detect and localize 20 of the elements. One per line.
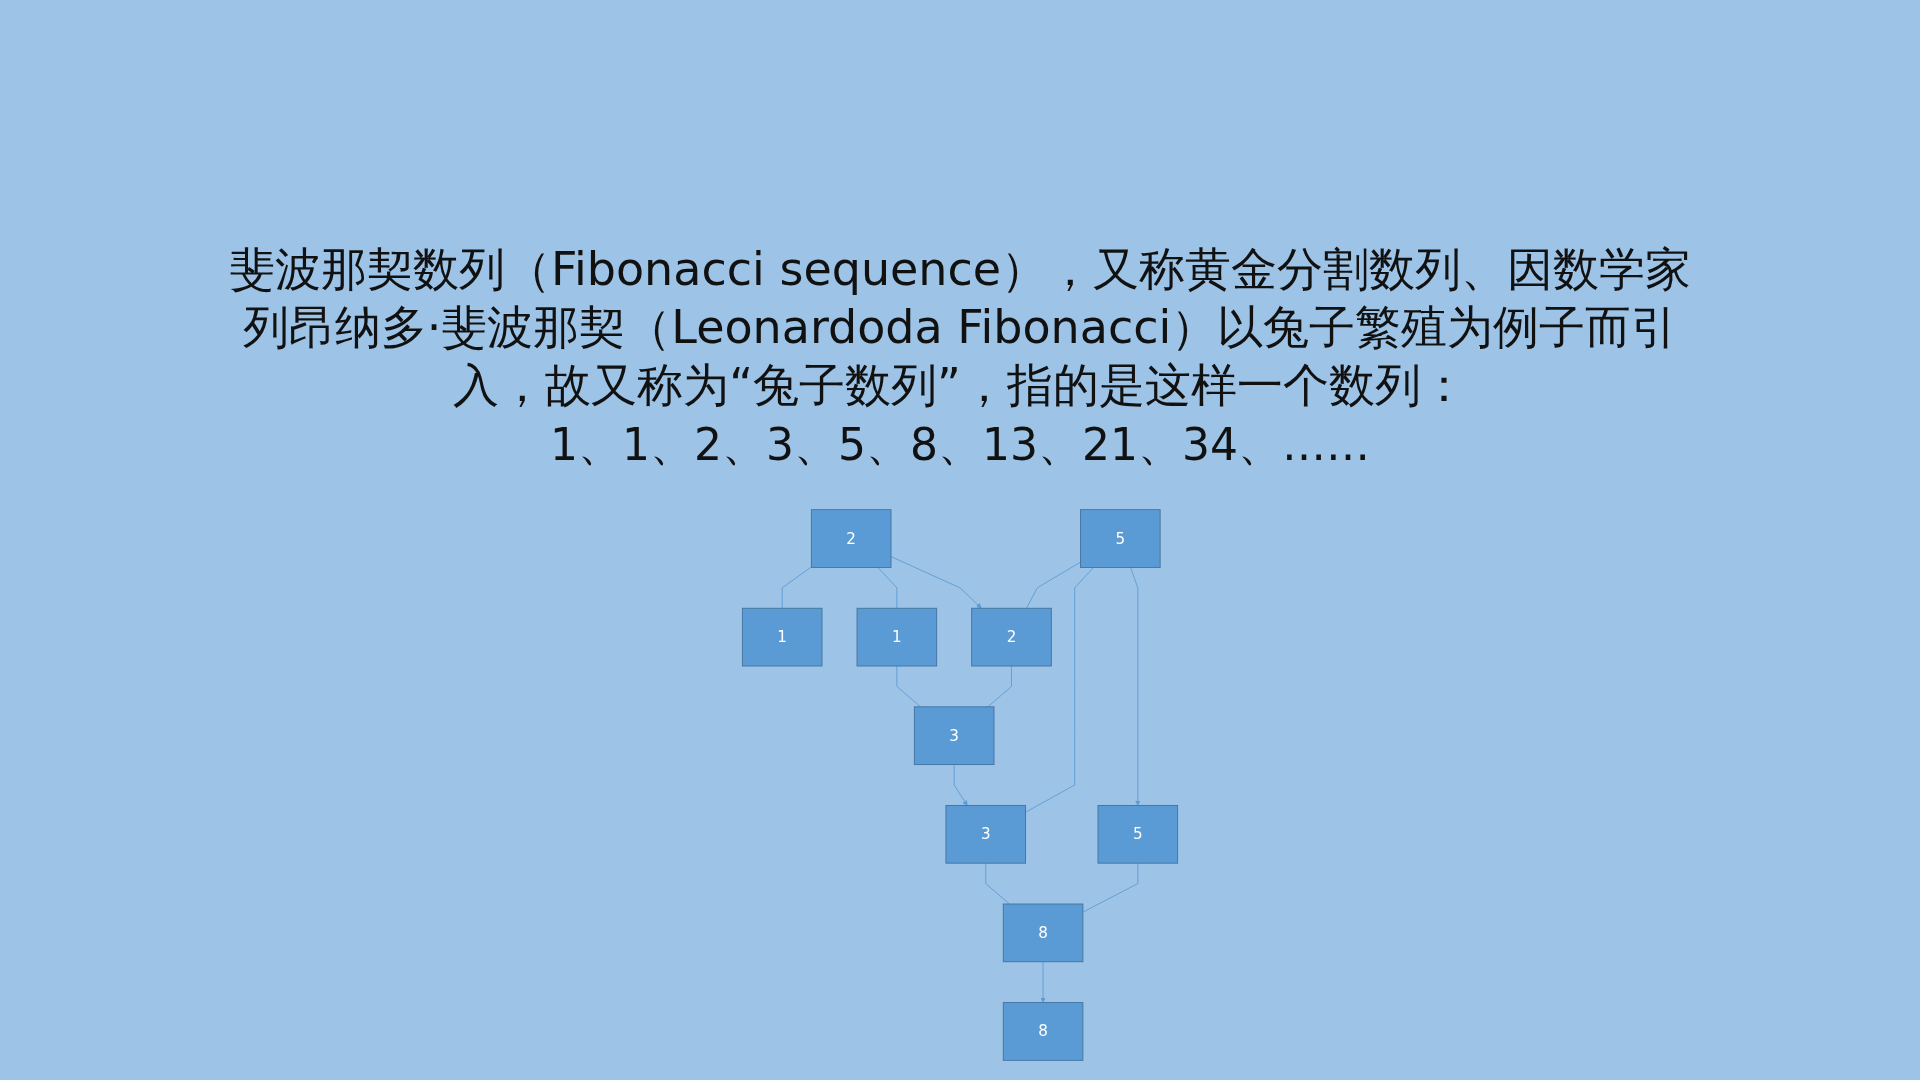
node-box: 3 [913,706,995,766]
node-box: 1 [741,607,823,667]
connector [896,665,922,708]
connector [987,665,1012,708]
node-box: 3 [945,804,1026,864]
connector [781,566,812,609]
connector [1026,561,1081,609]
node-box: 2 [971,607,1052,667]
connector [877,566,898,609]
node-box: 8 [1002,903,1084,963]
node-box: 8 [1002,1002,1084,1061]
title: 斐波那契数列（Fibonacci sequence），又称黄金分割数列、因数学家列昂纳多·斐波那契（Leonardoda Fibonacci）以兔子繁殖为例子而引入，故又称为“兔子数列”，指的是这样一个数列： [227,241,1693,414]
connector [1082,862,1139,913]
node-box: 5 [1080,509,1161,568]
node-box: 2 [810,509,892,568]
node-box: 1 [856,607,938,667]
node-box: 5 [1097,804,1179,864]
sequence-text: 1、1、2、3、5、8、13、21、34、…… [550,418,1370,472]
connector [985,862,1010,905]
connector [1025,566,1094,813]
